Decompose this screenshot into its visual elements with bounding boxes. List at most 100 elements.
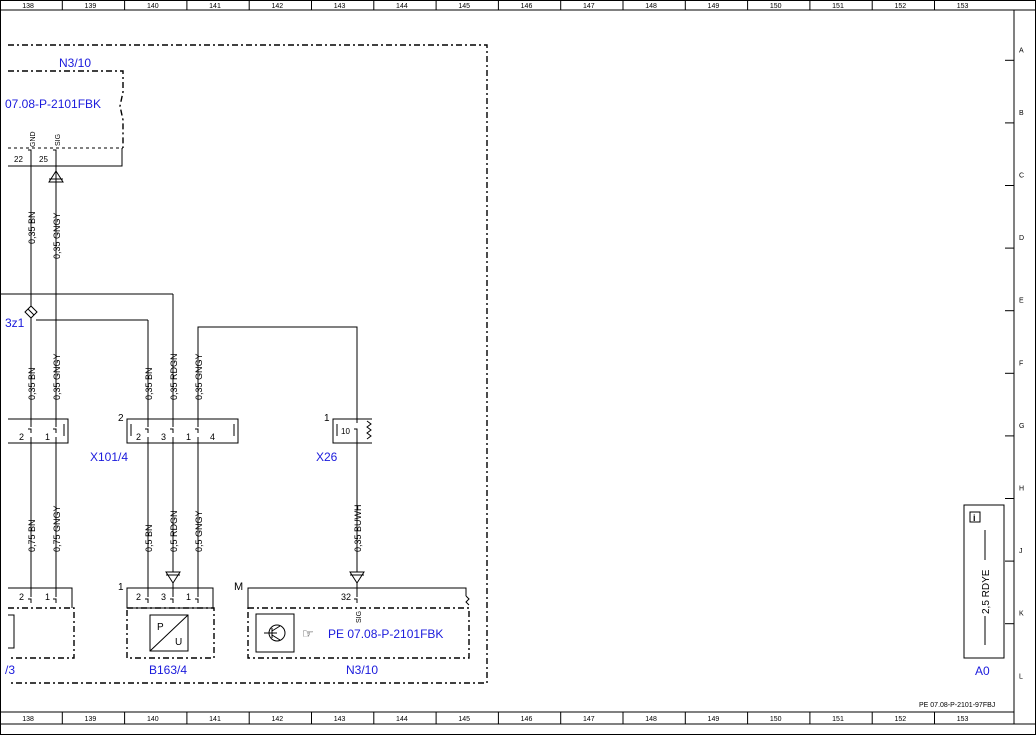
left-connector-mid [8, 418, 69, 444]
b163-sensor [126, 587, 215, 659]
wire-label-11: 0,5 RDGN [169, 510, 179, 552]
wire-label-3: 0,35 BN [27, 367, 37, 400]
column-label: 150 [770, 3, 782, 10]
column-label: 139 [85, 716, 97, 723]
column-label: 141 [209, 716, 221, 723]
column-label: 147 [583, 716, 595, 723]
splice-z1 [24, 305, 38, 319]
x26-corner: 1 [324, 413, 330, 424]
column-ticks-top [61, 0, 935, 724]
column-label: 144 [396, 3, 408, 10]
wire-label-13: 0,35 BUWH [353, 504, 363, 552]
ecu-bottom-name: N3/10 [346, 663, 378, 677]
column-label: 141 [209, 3, 221, 10]
column-label: 138 [22, 716, 34, 723]
outer-module-boundary [8, 44, 488, 684]
pin-gnd-label: GND [30, 131, 37, 147]
row-labels: A B C D E F G H J K L [1005, 47, 1024, 680]
pin-sig-number: 25 [39, 155, 48, 164]
left-mid-pin-b: 1 [45, 432, 50, 442]
x101-corner: 2 [118, 413, 124, 424]
ecu-top-box [8, 70, 124, 167]
pin-sig-label: SIG [55, 134, 62, 146]
left-component-bottom [8, 587, 75, 659]
row-label: G [1019, 423, 1024, 430]
row-label: C [1019, 173, 1024, 180]
wires [0, 154, 358, 597]
column-label: 143 [334, 716, 346, 723]
row-label: L [1019, 673, 1023, 680]
wire-label-10: 0,5 BN [144, 524, 154, 552]
column-label: 138 [22, 3, 34, 10]
column-label: 152 [894, 3, 906, 10]
b163-pin-1: 2 [136, 592, 141, 602]
column-label: 140 [147, 716, 159, 723]
left-bottom-pin-a: 2 [19, 592, 24, 602]
sheet-label: A0 [975, 664, 990, 678]
row-label: D [1019, 235, 1024, 242]
row-label: H [1019, 486, 1024, 493]
column-label: 145 [458, 3, 470, 10]
wire-label-5: 0,35 BN [144, 367, 154, 400]
row-label: K [1019, 611, 1024, 618]
b163-symbol-u: U [175, 637, 182, 648]
row-label: F [1019, 360, 1023, 367]
column-label: 142 [271, 3, 283, 10]
column-label: 145 [458, 716, 470, 723]
ecu-bottom-ref: PE 07.08-P-2101FBK [328, 627, 443, 641]
ecu-top-ref: 07.08-P-2101FBK [5, 97, 101, 111]
b163-name: B163/4 [149, 663, 187, 677]
column-label: 151 [832, 3, 844, 10]
pin-terminals [28, 149, 358, 603]
wire-label-12: 0,5 GNGY [194, 510, 204, 552]
column-label: 142 [271, 716, 283, 723]
ecu-bottom-box [247, 587, 470, 659]
pin-gnd-number: 22 [14, 155, 23, 164]
column-label: 139 [85, 3, 97, 10]
row-label: E [1019, 298, 1024, 305]
wire-label-4: 0,35 GNGY [52, 353, 62, 400]
column-label: 148 [645, 3, 657, 10]
x101-pin-1: 2 [136, 432, 141, 442]
column-label: 148 [645, 716, 657, 723]
wire-label-9: 0,75 GNGY [52, 505, 62, 552]
x101-connector [126, 418, 239, 444]
row-label: A [1019, 47, 1024, 54]
b163-corner: 1 [118, 582, 124, 593]
b163-pin-2: 3 [161, 592, 166, 602]
row-label: B [1019, 110, 1024, 117]
x101-name: X101/4 [90, 450, 128, 464]
left-bottom-pin-b: 1 [45, 592, 50, 602]
drawing-number: PE 07.08-P-2101-97FBJ [919, 702, 995, 709]
column-label: 153 [957, 3, 969, 10]
b163-pin-3: 1 [186, 592, 191, 602]
wire-label-2: 0,35 GNGY [52, 212, 62, 259]
x101-pin-2: 3 [161, 432, 166, 442]
column-label: 149 [708, 3, 720, 10]
column-label: 152 [894, 716, 906, 723]
ecu-top-name: N3/10 [59, 56, 91, 70]
column-label: 144 [396, 716, 408, 723]
x26-connector [332, 418, 372, 444]
ecu-bottom-corner: M [234, 581, 243, 593]
left-bottom-name: /3 [5, 663, 15, 677]
wire-label-8: 0,75 BN [27, 519, 37, 552]
x101-pin-4: 4 [210, 432, 215, 442]
ecu-bottom-pin: 32 [341, 592, 351, 602]
shield-symbols [48, 170, 365, 584]
column-label: 153 [957, 716, 969, 723]
legend-wire: 2,5 RDYE [981, 569, 992, 614]
column-label: 146 [521, 3, 533, 10]
row-label: J [1019, 548, 1023, 555]
left-mid-pin-a: 2 [19, 432, 24, 442]
ecu-bottom-pin-label: SIG [356, 611, 363, 623]
column-label: 147 [583, 3, 595, 10]
wire-label-7: 0,35 GNGY [194, 353, 204, 400]
hand-pointer-icon: ☞ [302, 626, 314, 641]
x101-pin-3: 1 [186, 432, 191, 442]
column-label: 143 [334, 3, 346, 10]
